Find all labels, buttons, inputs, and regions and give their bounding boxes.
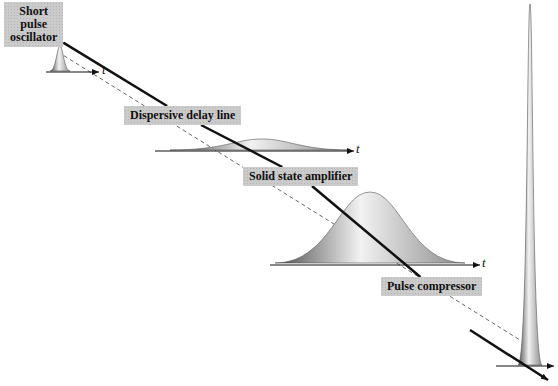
beam-connector	[201, 125, 282, 167]
beam-connector	[312, 186, 420, 277]
beam-connector	[63, 43, 167, 106]
stage-box: Solid state amplifier	[243, 167, 358, 186]
compressed-pulse	[518, 4, 542, 365]
stage-box: Pulse compressor	[381, 277, 482, 296]
dashed-guide	[58, 52, 520, 340]
time-axis	[46, 71, 99, 72]
axis-label: t	[102, 63, 106, 77]
axis-label: t	[482, 256, 486, 270]
stage-label: Short pulse oscillator	[10, 5, 57, 44]
stage-label: Pulse compressor	[387, 280, 476, 293]
stretched-pulse	[170, 139, 350, 150]
beam-line	[470, 330, 548, 380]
stage-label: Dispersive delay line	[130, 109, 235, 122]
axis-label: t	[356, 142, 360, 156]
stage-box: Short pulse oscillator	[4, 2, 63, 47]
amplified-pulse	[275, 192, 465, 263]
short-pulse	[50, 46, 70, 71]
time-axis	[270, 264, 480, 265]
stage-label: Solid state amplifier	[249, 170, 352, 183]
stage-box: Dispersive delay line	[124, 106, 241, 125]
